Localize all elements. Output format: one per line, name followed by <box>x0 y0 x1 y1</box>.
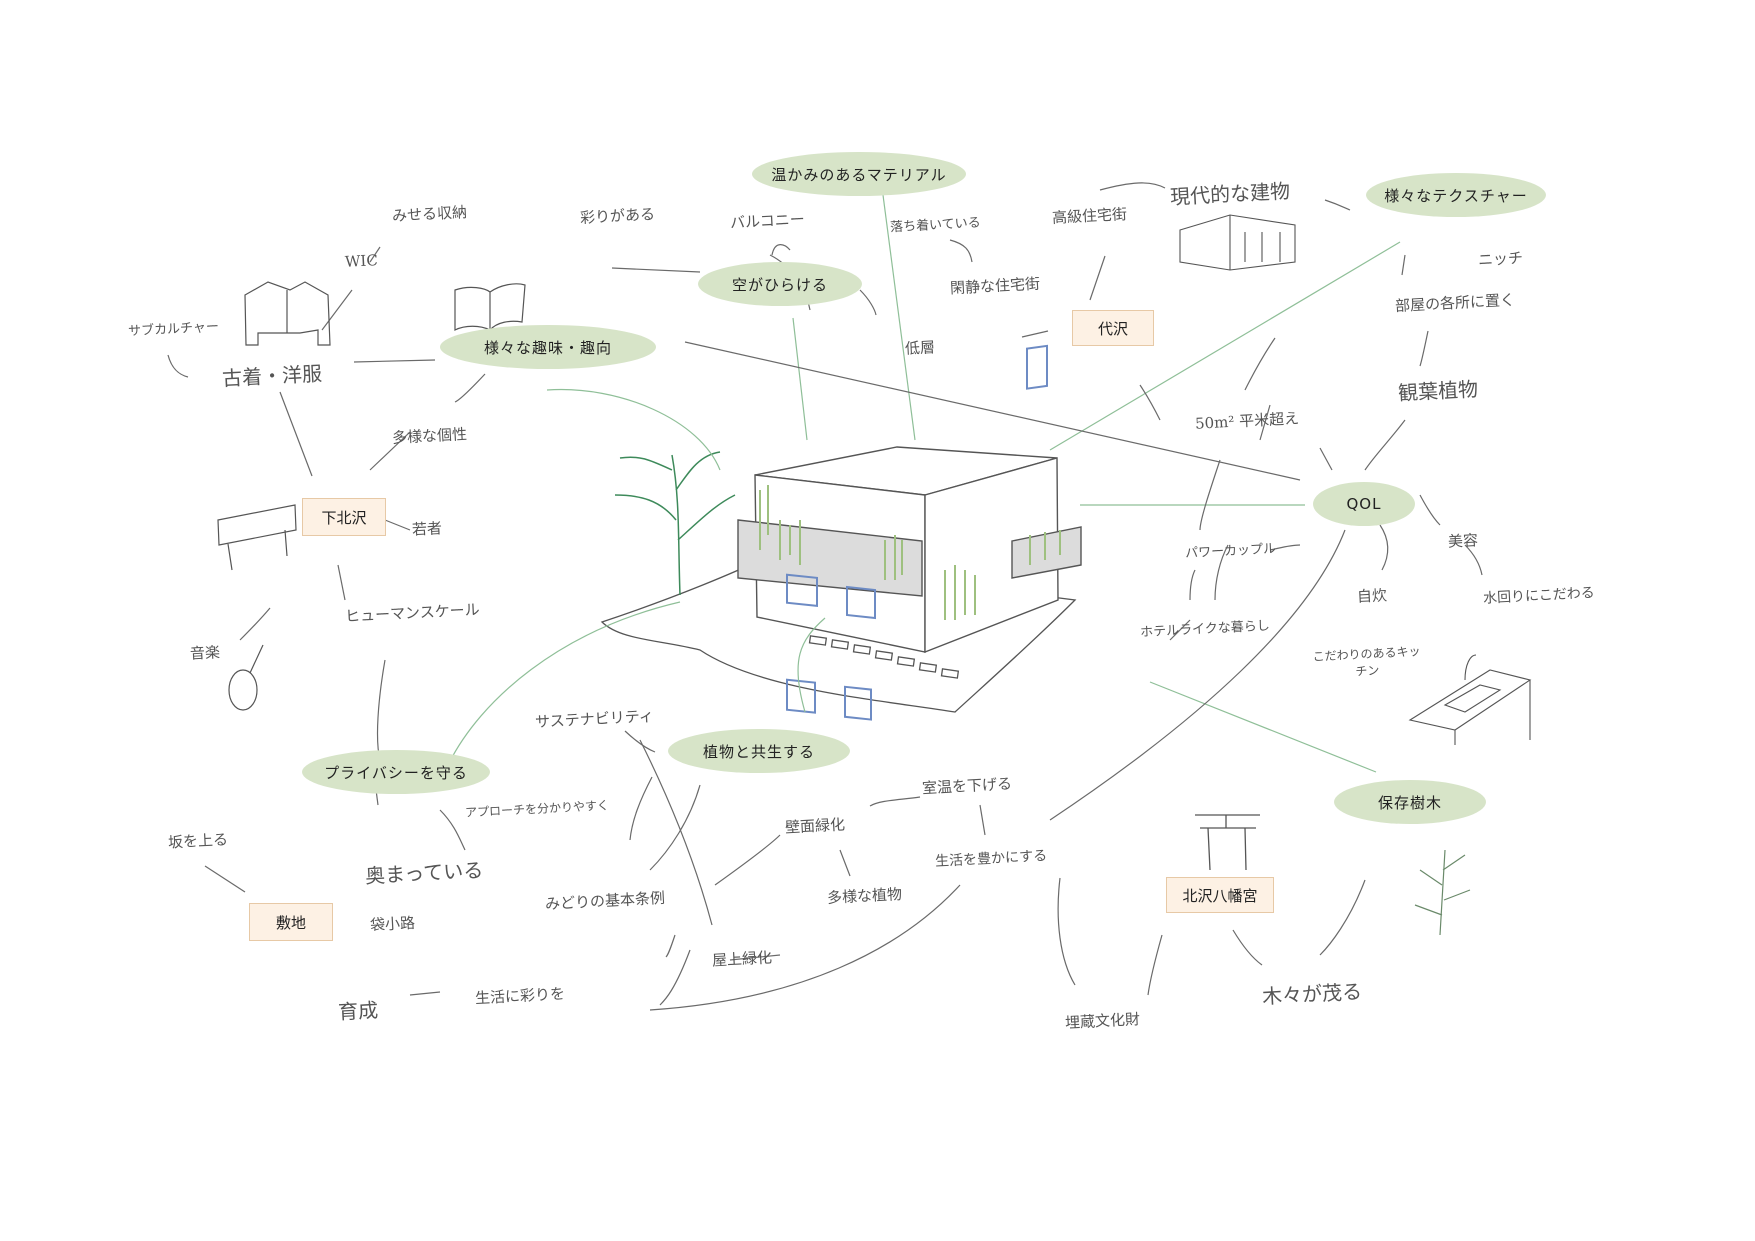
torii-sketch <box>1195 815 1260 870</box>
note-koukyu: 高級住宅街 <box>1052 203 1128 228</box>
note-teisou: 低層 <box>904 336 935 359</box>
place-shimokitazawa: 下北沢 <box>302 498 386 536</box>
note-ongaku: 音楽 <box>189 641 220 664</box>
note-wic: WIC <box>345 251 379 271</box>
note-tayou-kosei: 多様な個性 <box>392 423 468 448</box>
small-tree-sketch <box>1415 850 1470 935</box>
note-furugi: 古着・洋服 <box>221 357 322 391</box>
keyword-hobbies: 様々な趣味・趣向 <box>440 325 656 369</box>
book-sketch <box>455 284 525 330</box>
note-wakamono: 若者 <box>411 517 442 540</box>
guitar-sketch <box>229 645 263 710</box>
note-biyou: 美容 <box>1447 529 1478 552</box>
note-kigi: 木々が茂る <box>1261 975 1362 1009</box>
note-jisui: 自炊 <box>1356 584 1387 607</box>
note-tayou-shokubutsu: 多様な植物 <box>827 883 903 908</box>
kitchen-sink-sketch <box>1410 655 1530 745</box>
note-balcony: バルコニー <box>730 208 806 233</box>
note-kodawari-kitchen: こだわりのあるキッチン <box>1311 642 1423 682</box>
place-daizawa: 代沢 <box>1072 310 1154 346</box>
note-irodori: 彩りがある <box>580 203 656 228</box>
keyword-qol: QOL <box>1313 482 1415 526</box>
keyword-privacy: プライバシーを守る <box>302 750 490 794</box>
place-hachimangu: 北沢八幡宮 <box>1166 877 1274 913</box>
keyword-textures: 様々なテクスチャー <box>1366 173 1546 217</box>
note-fukumatteiru: 奥まっている <box>364 854 484 889</box>
note-sakawo: 坂を上る <box>167 828 228 852</box>
note-fukurokoji: 袋小路 <box>369 912 415 935</box>
tree-sketch <box>615 452 735 595</box>
note-kabe-ryokka: 壁面緑化 <box>784 813 845 837</box>
house-sketch <box>1180 215 1295 270</box>
note-okujou: 屋上緑化 <box>711 946 772 970</box>
signboard-sketch <box>218 505 296 570</box>
keyword-trees: 保存樹木 <box>1334 780 1486 824</box>
note-miseru: みせる収納 <box>392 201 468 226</box>
keyword-warm-material: 温かみのあるマテリアル <box>752 152 966 196</box>
note-kanyou: 観葉植物 <box>1397 373 1478 406</box>
note-niche: ニッチ <box>1477 247 1523 270</box>
keyword-open-sky: 空がひらける <box>698 262 862 306</box>
note-ikusei: 育成 <box>337 994 378 1025</box>
jacket-sketch <box>245 282 330 345</box>
note-maizou: 埋蔵文化財 <box>1065 1008 1141 1033</box>
keyword-plants: 植物と共生する <box>668 729 850 773</box>
place-site: 敷地 <box>249 903 333 941</box>
